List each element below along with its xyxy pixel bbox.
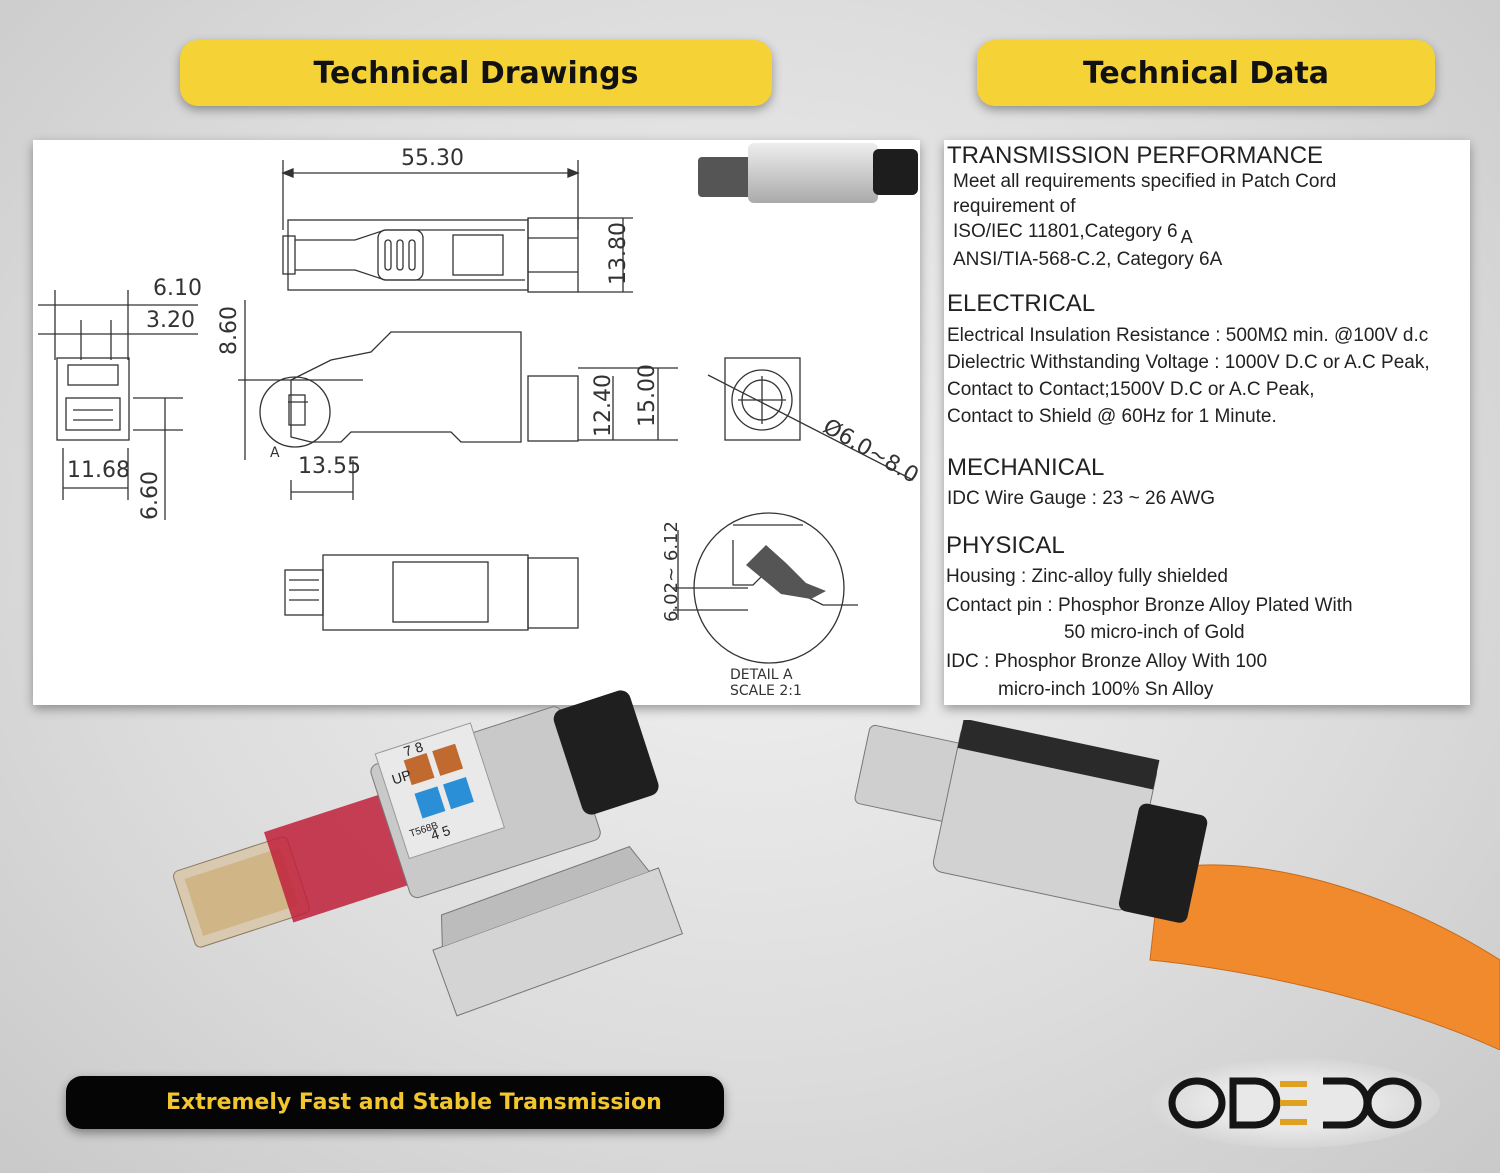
technical-data-panel: TRANSMISSION PERFORMANCE Meet all requir… bbox=[944, 140, 1470, 705]
module-up-label: UP bbox=[390, 766, 413, 787]
dim-side-height: 8.60 bbox=[217, 306, 242, 355]
bottom-banner-text: Extremely Fast and Stable Transmission bbox=[166, 1090, 662, 1115]
dim-a: 6.10 bbox=[153, 276, 202, 301]
module-45-label: 4 5 bbox=[429, 822, 453, 843]
technical-data-header: Technical Data bbox=[977, 40, 1435, 106]
odedo-logo-mark bbox=[1168, 1077, 1422, 1129]
side-view-drawing bbox=[259, 331, 678, 500]
bottom-view-drawing bbox=[284, 554, 579, 631]
dim-plug-length: 13.55 bbox=[298, 454, 361, 479]
physical-line: IDC : Phosphor Bronze Alloy With 100 bbox=[946, 651, 1268, 672]
detail-scale: SCALE 2:1 bbox=[730, 683, 802, 699]
mechanical-title: MECHANICAL bbox=[947, 454, 1105, 481]
front-view-drawing bbox=[38, 290, 363, 520]
mechanical-line: IDC Wire Gauge : 23 ~ 26 AWG bbox=[947, 488, 1216, 509]
transmission-line: requirement of bbox=[953, 196, 1076, 217]
physical-title: PHYSICAL bbox=[946, 532, 1065, 559]
dim-height-2: 15.00 bbox=[635, 364, 660, 427]
detail-marker-a: A bbox=[270, 445, 280, 461]
electrical-line: Contact to Shield @ 60Hz for 1 Minute. bbox=[947, 406, 1277, 427]
physical-line: micro-inch 100% Sn Alloy bbox=[998, 679, 1214, 700]
bottom-banner: Extremely Fast and Stable Transmission bbox=[66, 1076, 724, 1129]
electrical-line: Contact to Contact;1500V D.C or A.C Peak… bbox=[947, 379, 1315, 400]
electrical-line: Electrical Insulation Resistance : 500MΩ… bbox=[947, 325, 1429, 346]
detail-label: DETAIL A bbox=[730, 667, 793, 683]
transmission-line: ANSI/TIA-568-C.2, Category 6A bbox=[953, 249, 1223, 270]
open-connector-image: UP T568B 4 5 7 8 bbox=[173, 690, 684, 1017]
dim-height-1: 12.40 bbox=[591, 374, 616, 437]
transmission-line: Meet all requirements specified in Patch… bbox=[953, 171, 1337, 192]
dim-b: 3.20 bbox=[146, 308, 195, 333]
physical-line: Housing : Zinc-alloy fully shielded bbox=[946, 566, 1228, 587]
odedo-logo bbox=[1145, 1058, 1440, 1148]
dim-length-total: 55.30 bbox=[401, 146, 464, 171]
physical-line: Contact pin : Phosphor Bronze Alloy Plat… bbox=[946, 595, 1353, 616]
dim-detail: 6.02~ 6.12 bbox=[661, 521, 682, 622]
technical-drawing-panel: 55.30 13.80 6.10 3.20 8.60 11.68 6.60 13… bbox=[33, 140, 923, 705]
electrical-line: Dielectric Withstanding Voltage : 1000V … bbox=[947, 352, 1430, 373]
connector-thumbnail-image bbox=[688, 135, 923, 213]
transmission-title: TRANSMISSION PERFORMANCE bbox=[947, 142, 1324, 169]
electrical-title: ELECTRICAL bbox=[947, 290, 1096, 317]
end-view-drawing bbox=[707, 357, 914, 481]
detail-a-drawing bbox=[673, 512, 858, 664]
dim-height-top-view: 13.80 bbox=[606, 222, 631, 285]
physical-line: 50 micro-inch of Gold bbox=[1064, 622, 1245, 643]
top-view-drawing bbox=[281, 160, 633, 293]
module-78-label: 7 8 bbox=[402, 738, 426, 759]
assembled-connector-image bbox=[854, 720, 1500, 1050]
dim-width: 11.68 bbox=[67, 458, 130, 483]
dim-bottom-height: 6.60 bbox=[138, 471, 163, 520]
connector-drawing bbox=[38, 160, 914, 664]
technical-drawings-header: Technical Drawings bbox=[180, 40, 772, 106]
